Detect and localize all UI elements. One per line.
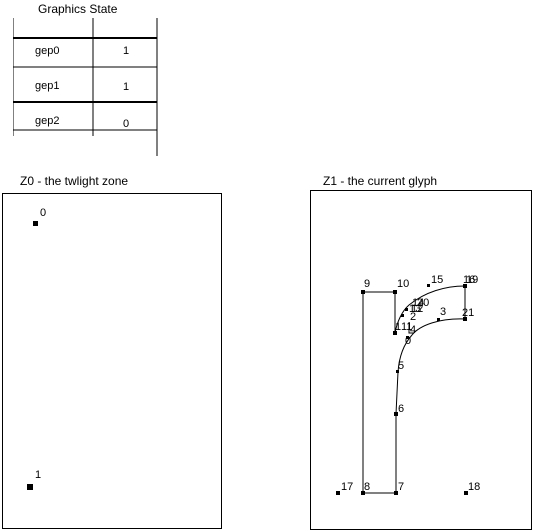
glyph-point-marker <box>437 318 440 321</box>
graphics-state-title: Graphics State <box>38 2 118 16</box>
glyph-contour-outer-curve <box>394 285 466 334</box>
glyph-point-label: 10 <box>397 278 409 290</box>
glyph-point-label: 6 <box>398 403 404 415</box>
table-cell-name: gep1 <box>35 80 59 92</box>
glyph-point-marker <box>464 491 468 495</box>
glyph-contour-stem <box>362 291 396 493</box>
glyph-point-label: 11 <box>401 321 412 333</box>
table-cell-value: 1 <box>123 81 129 93</box>
glyph-point-marker <box>361 290 365 294</box>
glyph-point-label: 13 <box>409 303 421 315</box>
glyph-point-marker <box>401 314 404 317</box>
glyph-contour-lower-stem <box>395 371 399 493</box>
glyph-point-marker <box>393 290 397 294</box>
glyph-point-label: 15 <box>431 274 443 286</box>
glyph-point-marker <box>427 284 430 287</box>
zone1-panel <box>310 190 532 530</box>
glyph-contour-inner-curve <box>397 318 466 373</box>
glyph-point-label: 12 <box>411 303 423 315</box>
zone0-point-label: 1 <box>35 469 41 481</box>
graphics-state-table: gep0 1 gep1 1 gep2 0 <box>13 18 158 156</box>
zone1-point-markers <box>336 284 468 495</box>
glyph-point-marker <box>406 336 409 339</box>
glyph-point-label: 4 <box>410 324 416 336</box>
table-cell-value: 0 <box>123 118 129 130</box>
glyph-point-marker <box>394 412 398 416</box>
glyph-point-label: 16 <box>463 274 475 286</box>
table-cell-name: gep0 <box>35 45 59 57</box>
glyph-point-label: 7 <box>398 481 404 493</box>
glyph-point-label: 3 <box>440 306 446 318</box>
zone0-label: Z0 - the twlight zone <box>20 174 129 188</box>
glyph-point-marker <box>396 370 399 373</box>
glyph-point-label: 20 <box>417 297 429 309</box>
glyph-point-marker <box>393 331 397 335</box>
glyph-point-marker <box>336 491 340 495</box>
zone0-panel <box>2 193 222 529</box>
glyph-point-label: 14 <box>412 297 424 309</box>
zone1-label: Z1 - the current glyph <box>323 174 438 188</box>
glyph-point-label: 19 <box>466 274 478 286</box>
glyph-point-label: 2 <box>410 311 416 323</box>
table-cell-value: 1 <box>123 45 129 57</box>
glyph-point-label: 9 <box>364 278 370 290</box>
glyph-point-marker <box>361 491 365 495</box>
glyph-point-marker <box>463 284 467 288</box>
table-cell-name: gep2 <box>35 115 59 127</box>
zone0-point-marker <box>27 484 33 490</box>
glyph-point-marker <box>394 491 398 495</box>
glyph-point-label: 5 <box>398 360 404 372</box>
glyph-point-label: 18 <box>468 481 480 493</box>
glyph-point-label: 21 <box>462 307 474 319</box>
zone0-point-marker <box>33 221 38 226</box>
zone0-points: 0 1 <box>27 207 46 490</box>
glyph-point-label: 8 <box>364 481 370 493</box>
zone1-point-labels: 9 10 15 16 19 14 20 13 12 2 3 21 1 11 4 … <box>341 274 480 493</box>
glyph-point-label: 17 <box>341 481 353 493</box>
glyph-contour-stub <box>408 322 414 334</box>
glyph-point-marker <box>405 308 408 311</box>
glyph-point-label: 1 <box>395 321 401 333</box>
zone0-point-label: 0 <box>40 207 46 219</box>
glyph-point-marker <box>463 317 467 321</box>
glyph-point-label: 0 <box>405 335 411 347</box>
